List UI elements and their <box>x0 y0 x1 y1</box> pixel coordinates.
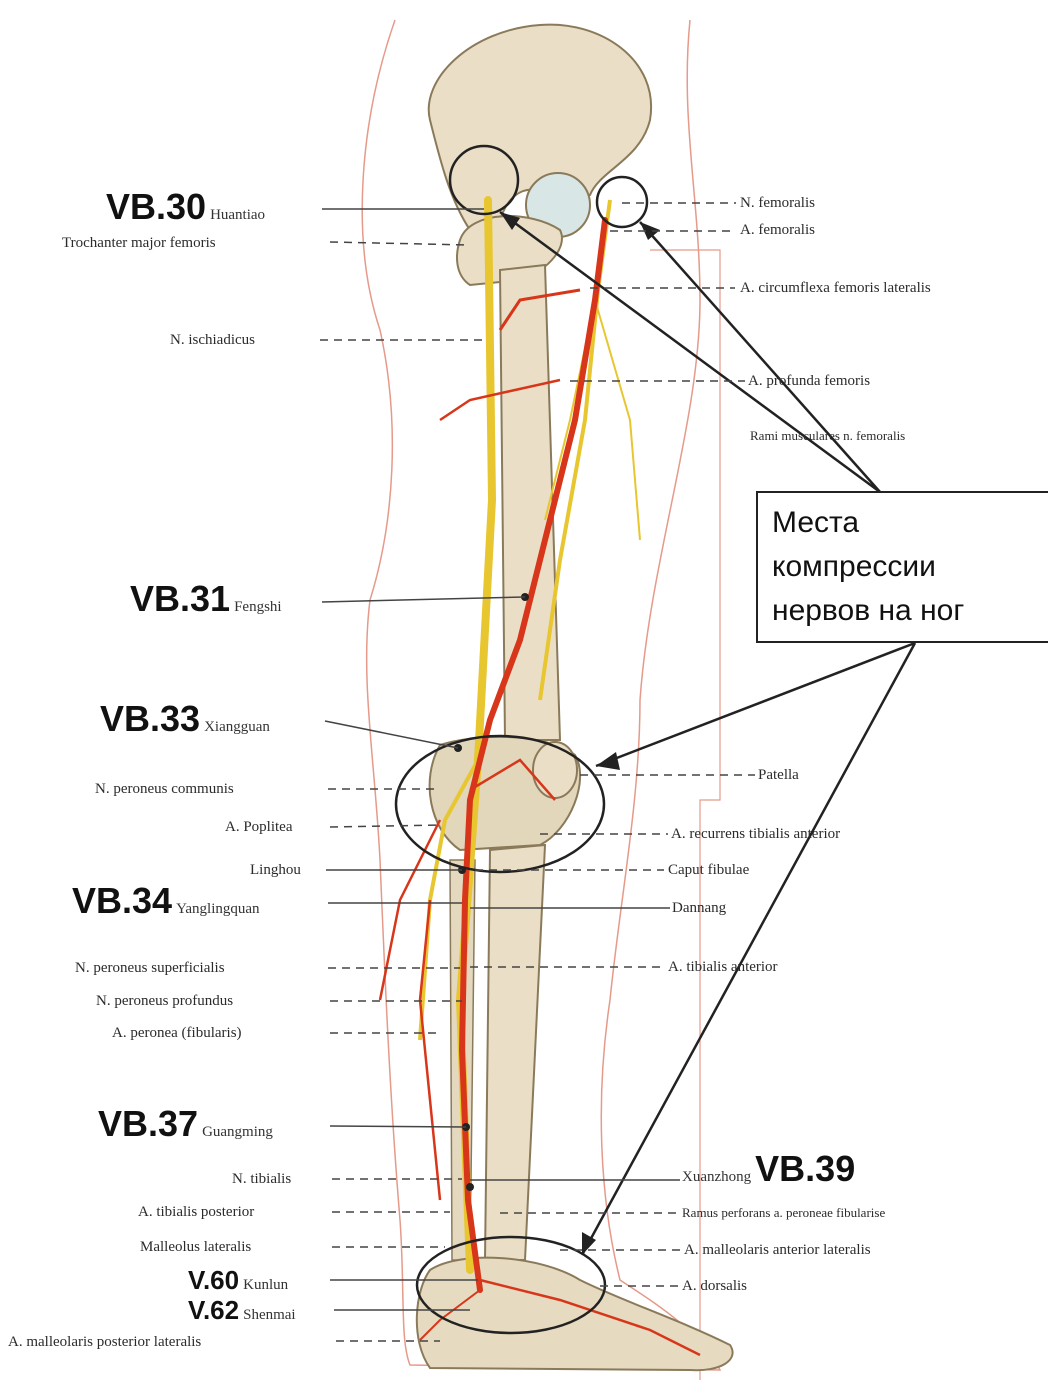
compression-sites-callout: Места компрессии нервов на ног <box>756 491 1048 643</box>
point-vb30-name: Huantiao <box>210 207 265 223</box>
label-peroneus-communis: N. peroneus communis <box>95 780 234 798</box>
label-malleolus-lateralis: Malleolus lateralis <box>140 1238 251 1256</box>
point-vb39-dot <box>466 1183 474 1191</box>
callout-line-2: компрессии <box>772 545 1048 589</box>
point-vb34-code: VB.34 <box>72 880 172 921</box>
artery-branch-5 <box>420 900 440 1200</box>
label-peroneus-superficialis: N. peroneus superficialis <box>75 959 225 977</box>
label-ramus-perforans: Ramus perforans a. peroneae fibularise <box>682 1204 885 1222</box>
label-dannang: Dannang <box>672 899 726 917</box>
point-vb39-code: VB.39 <box>755 1148 855 1189</box>
arrowhead-knee <box>596 752 620 770</box>
label-recurrens: A. recurrens tibialis anterior <box>671 825 840 843</box>
point-vb31-code: VB.31 <box>130 578 230 619</box>
label-caput: Caput fibulae <box>668 861 749 879</box>
label-trochanter: Trochanter major femoris <box>62 234 216 252</box>
label-peroneus-profundus: N. peroneus profundus <box>96 992 233 1010</box>
label-profunda: A. profunda femoris <box>748 372 870 390</box>
label-dorsalis: A. dorsalis <box>682 1277 747 1295</box>
label-malleolaris-anterior: A. malleolaris anterior lateralis <box>684 1241 871 1259</box>
point-vb37-code: VB.37 <box>98 1103 198 1144</box>
point-vb33-name: Xiangguan <box>204 719 270 735</box>
arrow-to-hip-sciatic <box>500 212 880 492</box>
nerve-branch-1 <box>595 300 640 540</box>
point-vb37-name: Guangming <box>202 1124 273 1140</box>
patella-bone <box>533 742 577 798</box>
point-v62-code: V.62 <box>188 1295 239 1325</box>
label-patella: Patella <box>758 766 799 784</box>
compression-circle-hip-femoral <box>597 177 647 227</box>
label-tibialis-posterior: A. tibialis posterior <box>138 1203 254 1221</box>
foot-bones <box>417 1258 733 1371</box>
label-femoralis-n: N. femoralis <box>740 194 815 212</box>
point-vb39-name: Xuanzhong <box>682 1169 751 1185</box>
point-v60-name: Kunlun <box>243 1277 288 1293</box>
point-v60-code: V.60 <box>188 1265 239 1295</box>
label-femoralis-a: A. femoralis <box>740 221 815 239</box>
label-peronea: A. peronea (fibularis) <box>112 1024 242 1042</box>
label-linghou: Linghou <box>250 861 301 879</box>
label-malleolaris-posterior: A. malleolaris posterior lateralis <box>8 1333 201 1351</box>
callout-line-3: нервов на ног <box>772 589 1048 633</box>
label-tibialis-n: N. tibialis <box>232 1170 291 1188</box>
point-vb33-code: VB.33 <box>100 698 200 739</box>
callout-line-1: Места <box>772 501 1048 545</box>
label-circumflexa: A. circumflexa femoris lateralis <box>740 279 931 297</box>
point-vb34-name: Yanglingquan <box>176 901 259 917</box>
point-vb30-code: VB.30 <box>106 186 206 227</box>
point-v62-name: Shenmai <box>243 1307 296 1323</box>
label-ischiadicus: N. ischiadicus <box>170 331 255 349</box>
label-rami: Rami musculares n. femoralis <box>750 427 905 445</box>
arrow-to-hip-femoral <box>640 222 880 492</box>
point-vb31-name: Fengshi <box>234 599 282 615</box>
label-poplitea: A. Poplitea <box>225 818 293 836</box>
label-tibialis-anterior: A. tibialis anterior <box>668 958 778 976</box>
